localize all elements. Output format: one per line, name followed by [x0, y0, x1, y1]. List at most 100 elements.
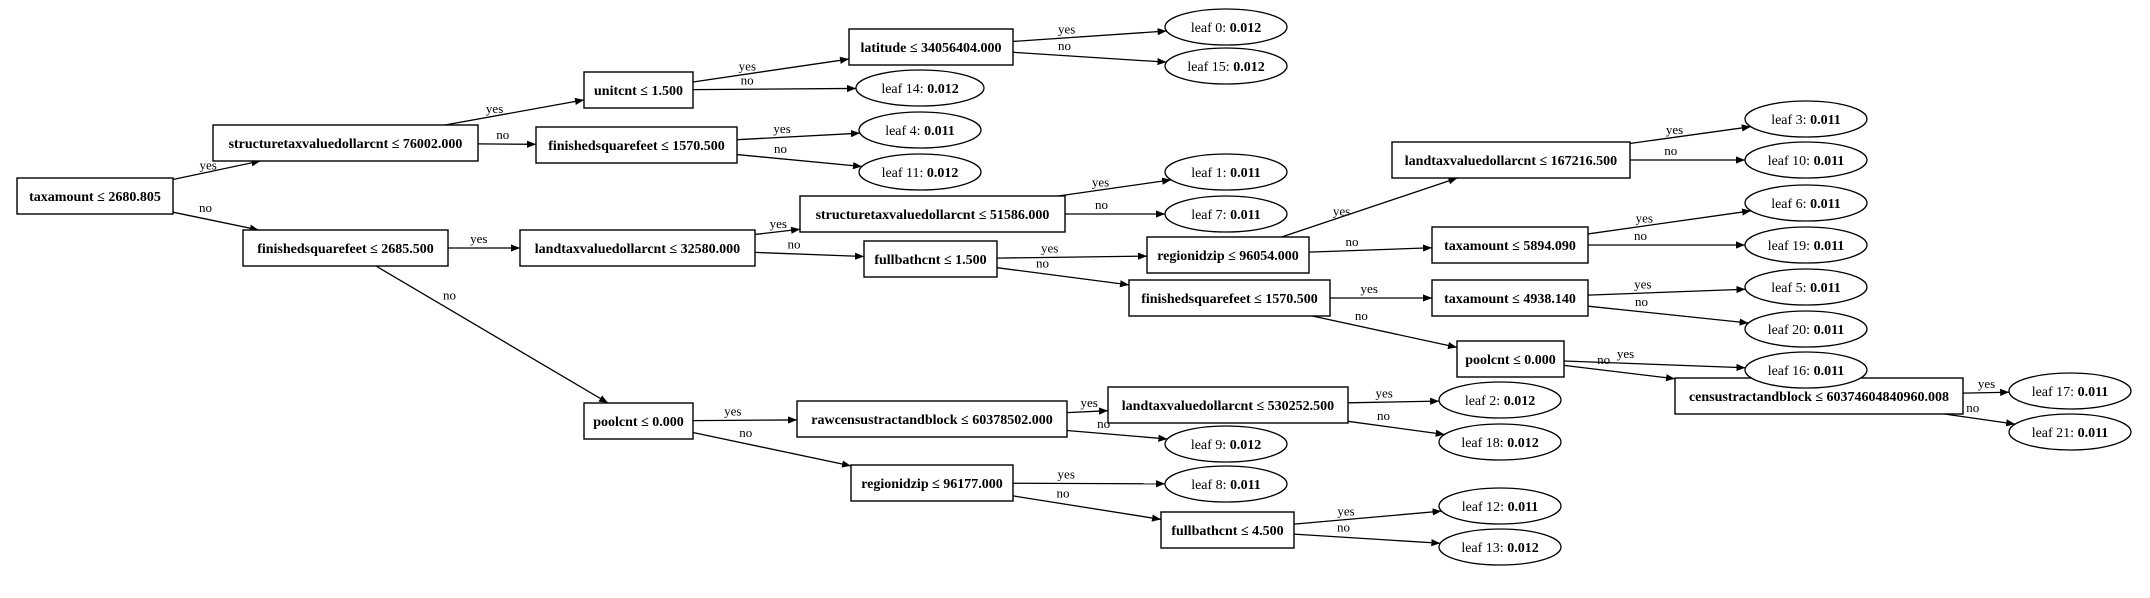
- edge-label-no: no: [1597, 352, 1610, 367]
- leaf-node-text: leaf 7: 0.011: [1191, 208, 1261, 223]
- leaf-node-ellipse: [1164, 47, 1288, 85]
- leaf-node: leaf 17: 0.011: [2008, 372, 2132, 410]
- leaf-node-text: leaf 2: 0.012: [1465, 394, 1535, 409]
- edge-label-yes: yes: [1978, 376, 1995, 391]
- split-node-box: [1431, 226, 1589, 264]
- leaf-node-ellipse: [1438, 528, 1562, 566]
- edge-label-no: no: [739, 425, 752, 440]
- leaf-label: leaf 13:: [1461, 541, 1507, 556]
- edge-label-no: no: [1966, 400, 1979, 415]
- split-node-label: taxamount ≤ 2680.805: [29, 190, 161, 205]
- leaf-label: leaf 16:: [1768, 364, 1814, 379]
- edge-label-yes: yes: [770, 216, 787, 231]
- leaf-node-text: leaf 20: 0.011: [1768, 323, 1845, 338]
- leaf-node-text: leaf 16: 0.011: [1768, 364, 1845, 379]
- leaf-node: leaf 6: 0.011: [1744, 184, 1868, 222]
- split-node: landtaxvaluedollarcnt ≤ 167216.500: [1391, 141, 1631, 179]
- leaf-node: leaf 0: 0.012: [1164, 8, 1288, 46]
- split-node-box: [796, 400, 1068, 438]
- split-node-label: rawcensustractandblock ≤ 60378502.000: [811, 413, 1052, 428]
- edge-n_pool1-n_rz2: [692, 431, 852, 468]
- edge-n_stvd2-l1: [1058, 177, 1172, 197]
- split-node-box: [1456, 340, 1565, 378]
- leaf-label: leaf 10:: [1768, 154, 1814, 169]
- split-node-label: landtaxvaluedollarcnt ≤ 167216.500: [1405, 154, 1617, 169]
- edge-n_pool2-n_cens: [1563, 364, 1676, 382]
- edge-label-no: no: [1095, 197, 1108, 212]
- leaf-node-ellipse: [1164, 465, 1288, 503]
- leaf-node: leaf 3: 0.011: [1744, 100, 1868, 138]
- edge-n_tax3-l20: [1587, 305, 1749, 326]
- split-node: structuretaxvaluedollarcnt ≤ 76002.000: [212, 124, 479, 162]
- split-node-box: [850, 464, 1014, 502]
- split-node: taxamount ≤ 5894.090: [1431, 226, 1589, 264]
- edge-n_cens-l17: [1962, 388, 2010, 396]
- leaf-node-ellipse: [858, 153, 982, 191]
- leaf-label: leaf 18:: [1461, 436, 1507, 451]
- edge-n_stvd-n_unit: [444, 97, 585, 126]
- edge-label-no: no: [1058, 38, 1071, 53]
- leaf-node-ellipse: [1164, 153, 1288, 191]
- leaf-label: leaf 3:: [1771, 113, 1810, 128]
- edge-n_lat-l15: [1012, 51, 1167, 66]
- edge-n_rz1-n_tax2: [1308, 244, 1433, 253]
- split-node-label: fullbathcnt ≤ 4.500: [1171, 524, 1283, 539]
- leaf-node: leaf 12: 0.011: [1438, 487, 1562, 525]
- edge-n_root-n_stvd: [172, 159, 261, 181]
- leaf-label: leaf 15:: [1187, 60, 1233, 75]
- edge-label-no: no: [496, 127, 509, 142]
- leaf-node-ellipse: [1164, 195, 1288, 233]
- split-node: finishedsquarefeet ≤ 1570.500: [1128, 279, 1331, 317]
- edge-label-yes: yes: [1634, 276, 1651, 291]
- edge-label-no: no: [443, 287, 456, 302]
- split-node-box: [1128, 279, 1331, 317]
- split-node-label: structuretaxvaluedollarcnt ≤ 51586.000: [816, 208, 1050, 223]
- leaf-node: leaf 16: 0.011: [1744, 351, 1868, 389]
- leaf-node-ellipse: [1744, 226, 1868, 264]
- leaf-node-text: leaf 13: 0.012: [1461, 541, 1538, 556]
- split-node-label: landtaxvaluedollarcnt ≤ 530252.500: [1122, 399, 1334, 414]
- leaf-value: 0.012: [1507, 436, 1539, 451]
- split-node-label: taxamount ≤ 4938.140: [1444, 292, 1576, 307]
- leaf-node-ellipse: [1164, 425, 1288, 463]
- leaf-node-text: leaf 14: 0.012: [881, 82, 958, 97]
- leaf-node: leaf 19: 0.011: [1744, 226, 1868, 264]
- leaf-value: 0.012: [1230, 438, 1262, 453]
- leaf-label: leaf 1:: [1191, 166, 1230, 181]
- split-node-box: [1431, 279, 1589, 317]
- leaf-value: 0.011: [1810, 113, 1841, 128]
- split-node-label: regionidzip ≤ 96054.000: [1157, 249, 1299, 264]
- split-node-label: censustractandblock ≤ 60374604840960.008: [1689, 390, 1949, 405]
- split-node: landtaxvaluedollarcnt ≤ 530252.500: [1107, 386, 1349, 424]
- edge-n_fsf3-n_pool2: [1312, 315, 1458, 349]
- edge-n_ltv1-n_stvd2: [754, 226, 801, 236]
- leaf-value: 0.011: [1230, 166, 1261, 181]
- split-node-label: fullbathcnt ≤ 1.500: [874, 253, 986, 268]
- edge-label-no: no: [1635, 294, 1648, 309]
- leaf-node-text: leaf 17: 0.011: [2032, 385, 2109, 400]
- split-node: fullbathcnt ≤ 1.500: [863, 240, 998, 278]
- edge-n_fb1-n_fsf3: [996, 267, 1130, 288]
- split-node: latitude ≤ 34056404.000: [848, 28, 1014, 66]
- edge-n_raw-n_ltv3: [1066, 407, 1109, 415]
- leaf-node-text: leaf 8: 0.011: [1191, 478, 1261, 493]
- edge-n_ltv2-l3: [1629, 124, 1751, 145]
- leaf-node-text: leaf 6: 0.011: [1771, 197, 1841, 212]
- leaf-value: 0.012: [1233, 60, 1265, 75]
- split-node-label: structuretaxvaluedollarcnt ≤ 76002.000: [229, 137, 463, 152]
- leaf-value: 0.012: [1504, 394, 1536, 409]
- edge-n_ltv3-l18: [1347, 420, 1445, 437]
- edge-label-no: no: [1056, 485, 1069, 500]
- split-node: finishedsquarefeet ≤ 2685.500: [242, 229, 449, 267]
- edge-label-yes: yes: [486, 101, 503, 116]
- edge-n_tax3-l5: [1587, 285, 1746, 296]
- leaf-label: leaf 17:: [2032, 385, 2078, 400]
- split-node-label: taxamount ≤ 5894.090: [1444, 239, 1576, 254]
- leaf-node-text: leaf 12: 0.011: [1462, 500, 1539, 515]
- split-node-label: regionidzip ≤ 96177.000: [861, 477, 1003, 492]
- split-node-box: [535, 126, 738, 164]
- leaf-label: leaf 14:: [881, 82, 927, 97]
- edge-n_rz2-l8: [1012, 480, 1166, 488]
- leaf-value: 0.011: [924, 124, 955, 139]
- split-node-label: landtaxvaluedollarcnt ≤ 32580.000: [535, 242, 740, 257]
